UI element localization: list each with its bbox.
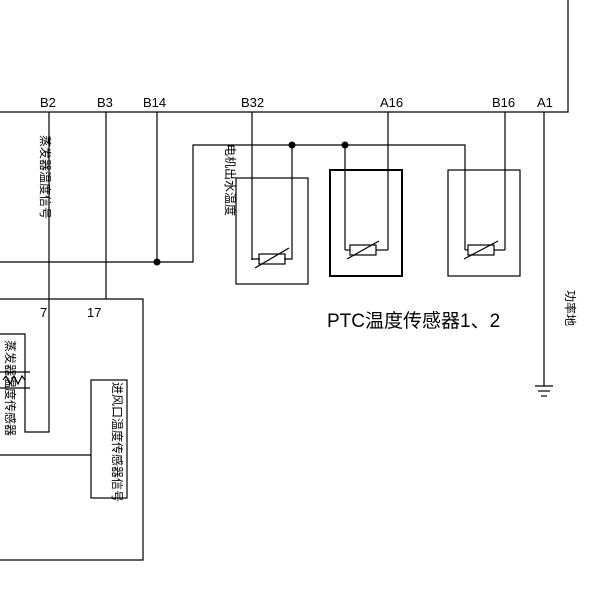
junction-2 [341, 141, 349, 149]
pin-7: 7 [40, 305, 47, 320]
pin-b14: B14 [143, 95, 166, 110]
ptc1-thermistor-slash [346, 240, 380, 260]
ptc2-thermistor-slash [463, 240, 499, 260]
motor-temp-sensor-box [235, 177, 309, 285]
label-motor-outlet-temp: 电机出水温度 [223, 144, 238, 216]
label-evap-signal: 蒸发器温度信号 [38, 135, 53, 219]
inlet-sensor-box [90, 379, 128, 499]
motor-thermistor [258, 253, 286, 265]
label-evap-sensor: 蒸发器温度传感器 [3, 340, 18, 436]
ptc1-thermistor [349, 244, 377, 256]
evap-sensor-loop [0, 299, 50, 433]
common-bus [0, 144, 466, 263]
evap-resistor-icon [2, 374, 26, 386]
pin-a16: A16 [380, 95, 403, 110]
motor-thermistor-lead-r [284, 250, 293, 260]
ecu-box-edge [0, 0, 569, 113]
label-ptc-sensors: PTC温度传感器1、2 [327, 310, 500, 332]
ground-icon [535, 385, 553, 397]
motor-thermistor-lead-l [251, 258, 260, 260]
pin-a1: A1 [537, 95, 553, 110]
pin-b32: B32 [241, 95, 264, 110]
junction-b14 [153, 258, 161, 266]
junction-1 [288, 141, 296, 149]
ptc-sensor-1-box [329, 169, 403, 277]
pin-b2: B2 [40, 95, 56, 110]
motor-thermistor-slash [254, 247, 290, 269]
pin-b3: B3 [97, 95, 113, 110]
label-inlet-sensor: 进风口温度传感器信号 [110, 382, 125, 502]
lower-module-box [0, 298, 144, 561]
pin-b16: B16 [492, 95, 515, 110]
ptc-sensor-2-box [447, 169, 521, 277]
pin-17: 17 [87, 305, 101, 320]
label-power-ground: 功率地 [563, 290, 578, 326]
ptc2-thermistor [467, 244, 495, 256]
